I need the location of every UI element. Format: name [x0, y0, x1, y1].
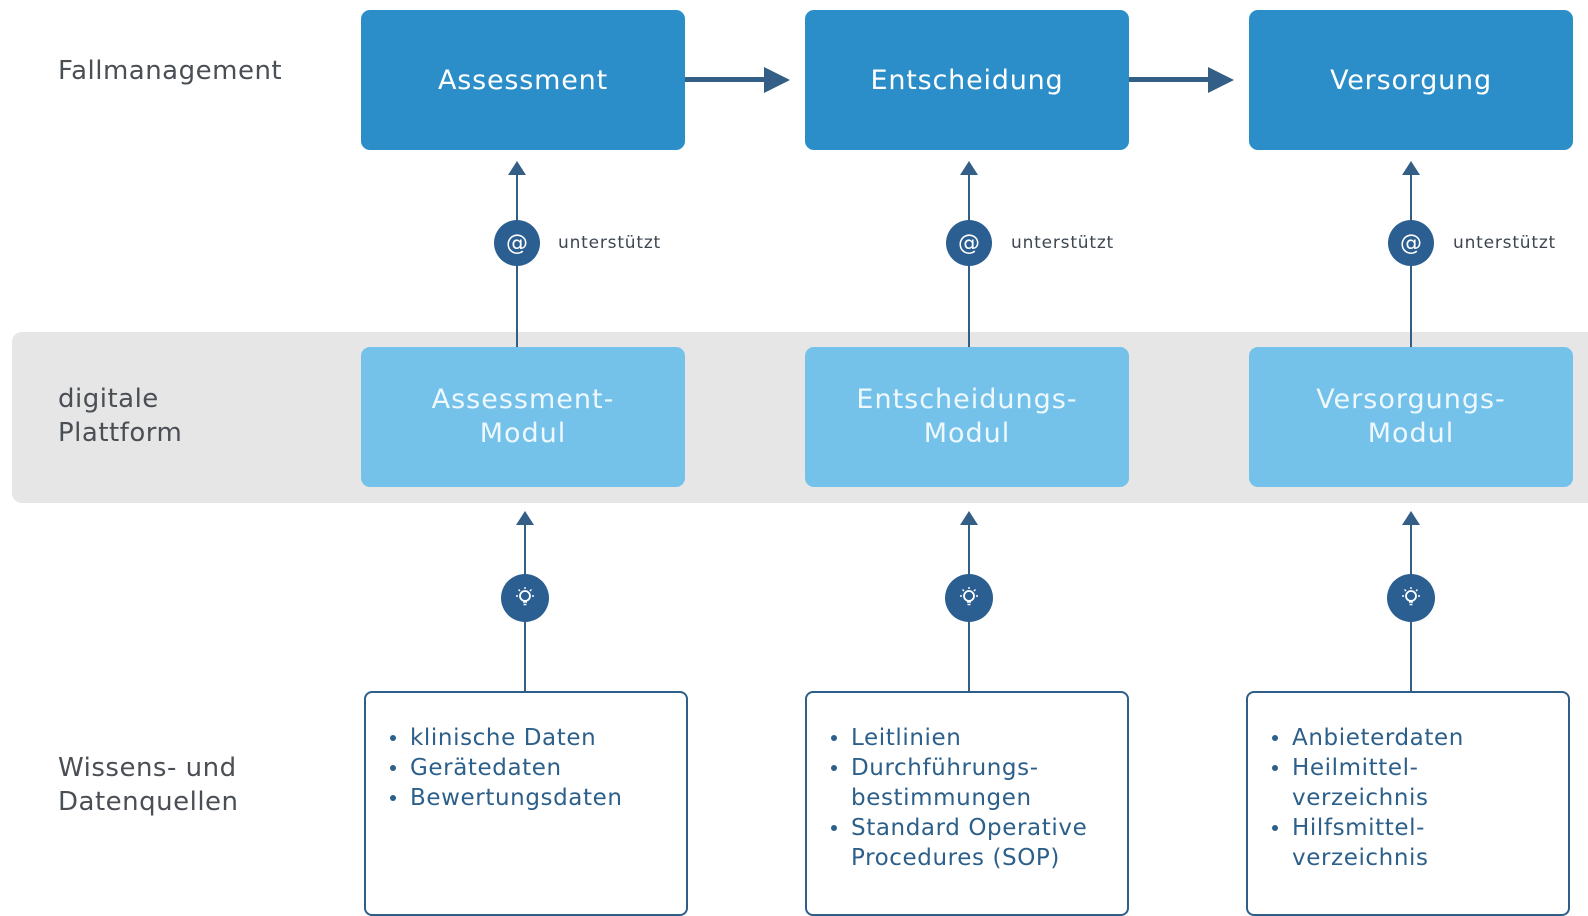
row-label-fallmanagement: Fallmanagement — [58, 56, 283, 86]
at-icon: @ — [1388, 220, 1434, 266]
module-box-assessment: Assessment- Modul — [361, 347, 685, 487]
lightbulb-icon — [501, 574, 549, 622]
row-label-plattform: digitale Plattform — [58, 384, 183, 448]
arrow-right-icon — [764, 67, 790, 93]
row-label-quellen: Wissens- und Datenquellen — [58, 753, 239, 817]
arrow-up-icon — [508, 161, 526, 175]
lightbulb-icon — [945, 574, 993, 622]
source-box-entscheidung: Leitlinien Durchführungs- bestimmungen S… — [805, 691, 1129, 916]
source-item: Standard Operative Procedures (SOP) — [829, 813, 1117, 873]
source-item: Heilmittel- verzeichnis — [1270, 753, 1558, 813]
source-item: Anbieterdaten — [1270, 723, 1558, 753]
module-box-entscheidung: Entscheidungs- Modul — [805, 347, 1129, 487]
arrow-up-icon — [960, 511, 978, 525]
source-item: Leitlinien — [829, 723, 1117, 753]
module-box-versorgung: Versorgungs- Modul — [1249, 347, 1573, 487]
at-icon: @ — [946, 220, 992, 266]
source-box-assessment: klinische Daten Gerätedaten Bewertungsda… — [364, 691, 688, 916]
lightbulb-icon — [1387, 574, 1435, 622]
source-item: Bewertungsdaten — [388, 783, 676, 813]
support-label: unterstützt — [1011, 233, 1115, 253]
process-box-entscheidung: Entscheidung — [805, 10, 1129, 150]
source-item: Durchführungs- bestimmungen — [829, 753, 1117, 813]
module-label: Assessment- Modul — [431, 384, 615, 449]
process-box-assessment: Assessment — [361, 10, 685, 150]
process-label: Assessment — [438, 64, 608, 96]
source-item: klinische Daten — [388, 723, 676, 753]
arrow-up-icon — [1402, 161, 1420, 175]
arrow-up-icon — [1402, 511, 1420, 525]
source-item: Gerätedaten — [388, 753, 676, 783]
process-label: Entscheidung — [870, 64, 1064, 96]
arrow-line-1 — [684, 77, 766, 82]
process-box-versorgung: Versorgung — [1249, 10, 1573, 150]
arrow-right-icon — [1208, 67, 1234, 93]
module-label: Entscheidungs- Modul — [856, 384, 1078, 449]
source-box-versorgung: Anbieterdaten Heilmittel- verzeichnis Hi… — [1246, 691, 1570, 916]
arrow-line-2 — [1128, 77, 1210, 82]
at-icon: @ — [494, 220, 540, 266]
source-item: Hilfsmittel- verzeichnis — [1270, 813, 1558, 873]
support-label: unterstützt — [558, 233, 662, 253]
support-label: unterstützt — [1453, 233, 1557, 253]
arrow-up-icon — [516, 511, 534, 525]
arrow-up-icon — [960, 161, 978, 175]
module-label: Versorgungs- Modul — [1316, 384, 1506, 449]
process-label: Versorgung — [1330, 64, 1492, 96]
